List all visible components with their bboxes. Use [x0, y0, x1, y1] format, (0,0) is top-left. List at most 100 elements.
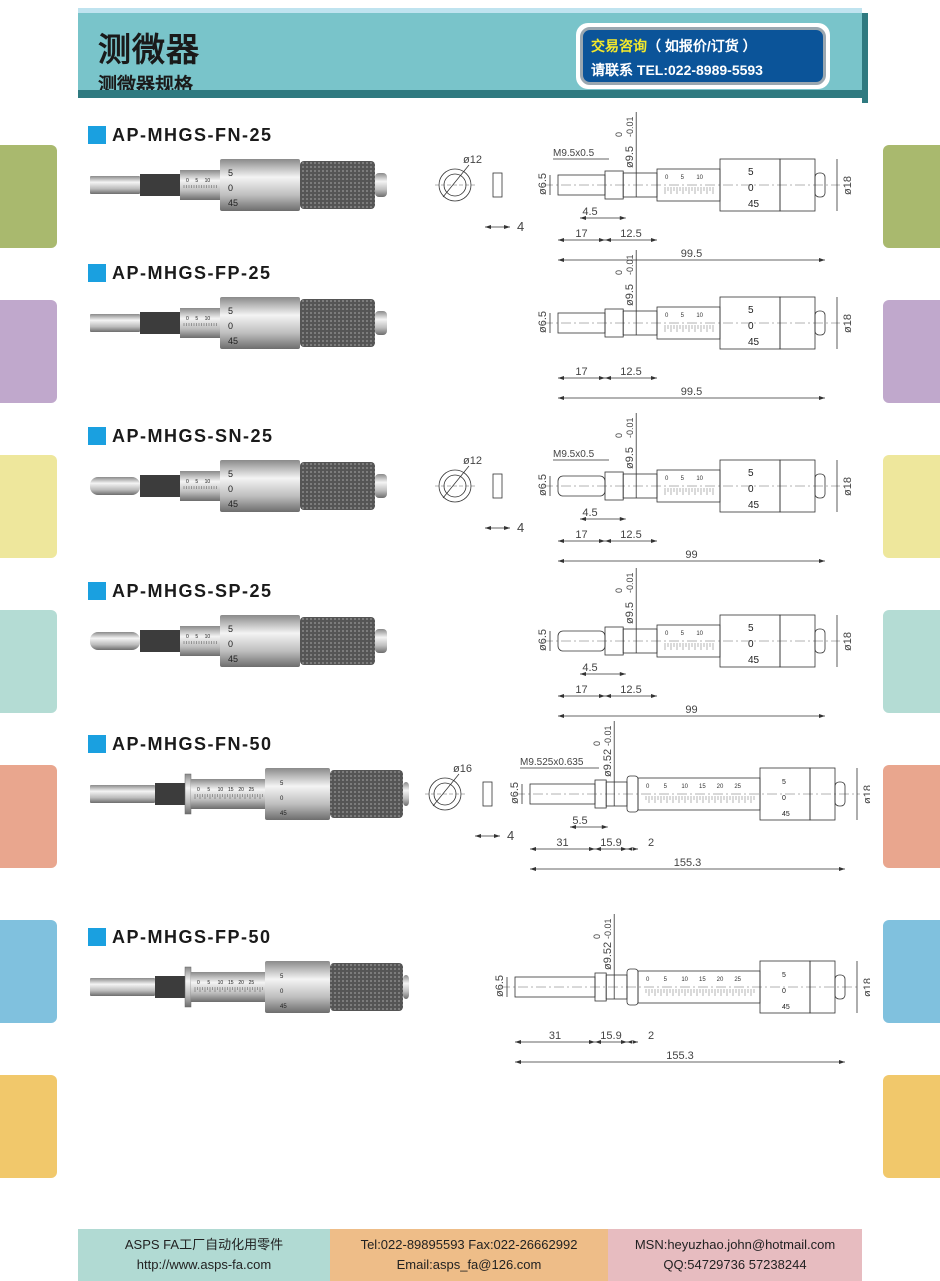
end-cap — [375, 311, 387, 335]
sleeve-scale-number: 0 — [197, 980, 200, 986]
stem-diameter: ø9.5 — [624, 284, 636, 306]
tolerance-up: 0 — [614, 433, 624, 438]
thread-length: 4.5 — [582, 507, 597, 519]
ring-leader — [432, 773, 460, 807]
thimble-number: 5 — [748, 305, 754, 316]
header-bar — [78, 90, 862, 98]
sleeve-scale-number: 5 — [664, 977, 668, 983]
sleeve-scale-number: 0 — [186, 178, 189, 184]
right-color-tab — [883, 455, 940, 558]
contact-highlight: 交易咨询 — [591, 38, 647, 54]
sleeve-scale-number: 5 — [681, 476, 685, 482]
sleeve-scale-number: 10 — [205, 634, 211, 640]
body-diameter: ø18 — [842, 632, 854, 651]
thimble-number: 0 — [748, 183, 754, 194]
thimble — [220, 615, 300, 667]
ring-leader — [442, 164, 470, 198]
sleeve — [191, 779, 265, 809]
thimble-number: 45 — [748, 199, 760, 210]
sleeve-scale-number: 5 — [207, 787, 210, 793]
spindle — [90, 176, 140, 194]
dim-b-value: 15.9 — [600, 1030, 621, 1042]
thimble-number: 45 — [228, 336, 238, 346]
sleeve-scale-number: 0 — [646, 977, 650, 983]
knurled-knob — [300, 161, 375, 209]
sleeve-scale-number: 5 — [681, 313, 685, 319]
sleeve-scale-number: 15 — [699, 784, 706, 790]
sleeve-scale-number: 5 — [195, 178, 198, 184]
sleeve-scale-number: 20 — [238, 787, 244, 793]
tolerance-low: -0.01 — [625, 417, 635, 438]
sleeve-scale-number: 10 — [696, 175, 703, 181]
body-diameter: ø18 — [842, 176, 854, 195]
dim-a-value: 17 — [575, 228, 587, 240]
footer-company: ASPS FA工厂自动化用零件 — [124, 1237, 284, 1252]
thimble-number: 5 — [748, 623, 754, 634]
sleeve-scale-number: 5 — [195, 634, 198, 640]
thread-length: 5.5 — [572, 815, 587, 827]
footer-email[interactable]: Email:asps_fa@126.com — [396, 1257, 542, 1272]
thimble-number: 5 — [782, 779, 786, 786]
page-header: 测微器 测微器规格 交易咨询（ 如报价/订货 ） 请联系 TEL:022-898… — [78, 8, 868, 103]
thimble-number: 0 — [228, 484, 233, 494]
sleeve-scale-number: 0 — [186, 316, 189, 322]
thimble — [265, 961, 330, 1013]
page-title: 测微器 — [98, 31, 200, 68]
dim-c-arrows — [627, 1040, 638, 1044]
threaded-collar — [140, 174, 180, 196]
sleeve-scale-number: 15 — [228, 980, 234, 986]
spindle-diameter: ø6.5 — [509, 782, 521, 804]
footer-url[interactable]: http://www.asps-fa.com — [136, 1257, 272, 1272]
sleeve-scale-number: 15 — [228, 787, 234, 793]
sleeve-scale-number: 0 — [665, 476, 669, 482]
total-length: 99 — [685, 704, 697, 716]
sleeve-scale-number: 10 — [205, 178, 211, 184]
dim-c-value: 2 — [648, 837, 654, 849]
thimble-number: 0 — [782, 795, 786, 802]
dim-b-arrows — [605, 694, 657, 698]
knurled-knob — [300, 617, 375, 665]
tolerance-low: -0.01 — [625, 572, 635, 593]
left-color-tab — [0, 765, 57, 868]
tolerance-low: -0.01 — [625, 254, 635, 275]
thimble-number: 45 — [782, 1004, 790, 1011]
end-cap — [403, 782, 409, 806]
sleeve-scale-number: 0 — [665, 631, 669, 637]
knurled-knob — [330, 963, 403, 1011]
threaded-collar — [140, 475, 180, 497]
footer-qq: QQ:54729736 57238244 — [663, 1257, 807, 1272]
ring-width-dim-arrows — [485, 526, 510, 530]
thimble-number: 45 — [228, 654, 238, 664]
thimble-number: 45 — [748, 337, 760, 348]
end-cap — [375, 173, 387, 197]
contact-phone: 请联系 TEL:022-8989-5593 — [591, 62, 763, 78]
thimble-number: 5 — [280, 781, 284, 787]
sleeve-scale-number: 0 — [646, 784, 650, 790]
bullet-square-icon — [88, 928, 106, 946]
sleeve-scale-number: 10 — [218, 980, 224, 986]
end-cap — [403, 975, 409, 999]
tolerance-up: 0 — [592, 741, 602, 746]
end-cap-outline — [834, 781, 846, 807]
spindle — [90, 978, 155, 996]
thimble — [220, 297, 300, 349]
tolerance-up: 0 — [614, 270, 624, 275]
contact-note: （ 如报价/订货 ） — [647, 38, 757, 54]
threaded-collar — [155, 783, 185, 805]
end-cap-outline — [814, 310, 826, 336]
body-diameter: ø18 — [842, 477, 854, 496]
product-name: AP-MHGS-FN-25 — [112, 124, 273, 145]
spindle — [90, 632, 140, 650]
contact-box: 交易咨询（ 如报价/订货 ） 请联系 TEL:022-8989-5593 — [576, 23, 830, 89]
product-name: AP-MHGS-FP-50 — [112, 926, 272, 947]
thimble-number: 45 — [748, 500, 760, 511]
sleeve-scale-number: 0 — [665, 175, 669, 181]
ring-width-dim-arrows — [475, 834, 500, 838]
dim-a-value: 17 — [575, 529, 587, 541]
left-color-tab — [0, 1075, 57, 1178]
end-cap-outline — [814, 628, 826, 654]
